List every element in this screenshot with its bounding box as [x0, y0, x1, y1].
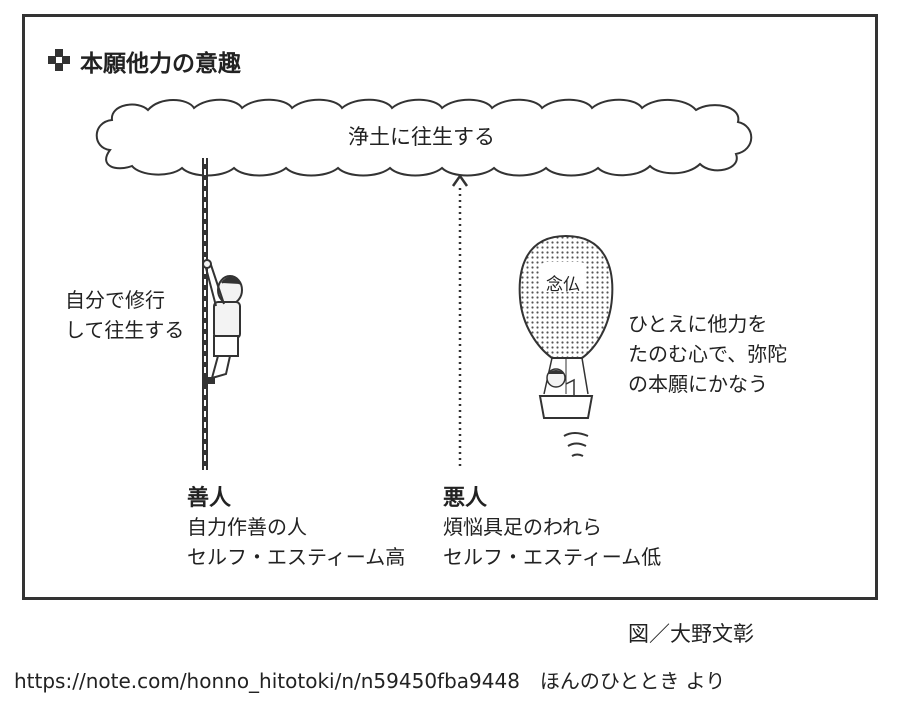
good-person-desc: 自力作善の人 セルフ・エスティーム高	[187, 512, 405, 572]
self-power-caption: 自分で修行 して往生する	[65, 285, 184, 345]
climbing-person	[202, 259, 243, 384]
self-power-line: 自分で修行	[65, 288, 165, 312]
bad-person-desc-line: 煩悩具足のわれら	[443, 515, 602, 539]
good-person-desc-line: 自力作善の人	[187, 515, 307, 539]
dotted-arrow	[451, 173, 469, 468]
bad-person-desc-line: セルフ・エスティーム低	[443, 545, 662, 569]
diagram-frame	[22, 14, 878, 600]
bad-person-title: 悪人	[443, 486, 488, 511]
illustration-credit: 図／大野文彰	[628, 622, 754, 646]
source-link[interactable]: https://note.com/honno_hitotoki/n/n59450…	[14, 669, 726, 693]
hot-air-balloon	[518, 234, 614, 419]
bad-person-desc: 煩悩具足のわれら セルフ・エスティーム低	[443, 512, 661, 572]
other-power-line: たのむ心で、弥陀	[628, 342, 788, 366]
other-power-line: ひとえに他力を	[628, 312, 768, 336]
balloon-label: 念仏	[546, 275, 580, 295]
cloud-shape	[95, 98, 753, 177]
good-person-desc-line: セルフ・エスティーム高	[187, 545, 406, 569]
self-power-line: して往生する	[65, 318, 185, 342]
other-power-caption: ひとえに他力を たのむ心で、弥陀 の本願にかなう	[628, 309, 787, 399]
cloud-label: 浄土に往生する	[348, 125, 495, 149]
title-mark-icon	[48, 49, 70, 71]
wind-mark-icon	[563, 432, 589, 457]
good-person-title: 善人	[187, 486, 232, 511]
other-power-line: の本願にかなう	[628, 372, 768, 396]
page-title: 本願他力の意趣	[80, 51, 241, 77]
